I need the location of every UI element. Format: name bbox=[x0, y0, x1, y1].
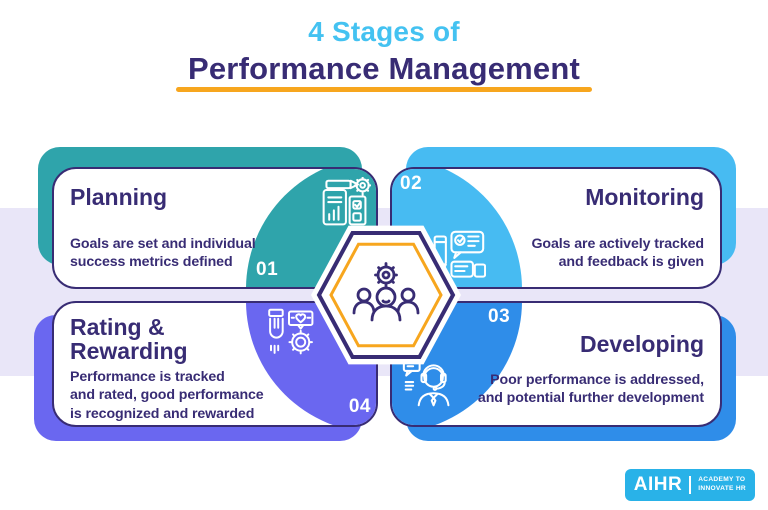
support-agent-headset-icon bbox=[402, 357, 450, 407]
planning-icon bbox=[322, 177, 371, 226]
aihr-logo-brand: AIHR bbox=[633, 474, 683, 495]
logo-tagline: ACADEMY TO INNOVATE HR bbox=[698, 476, 746, 493]
stage-number-02: 02 bbox=[400, 173, 423, 194]
team-gear-icon bbox=[352, 262, 420, 322]
page-title: 4 Stages of Performance Management bbox=[0, 16, 768, 92]
monitoring-card: 02 Monitoring Goals are actively tracked… bbox=[390, 167, 722, 289]
stage-description-monitoring: Goals are actively tracked and feedback … bbox=[532, 235, 705, 271]
stage-description-rating-rewarding: Performance is tracked and rated, good p… bbox=[70, 368, 360, 423]
stage-title-line: Rating & bbox=[70, 314, 165, 340]
stage-description-line: and rated, good performance bbox=[70, 387, 264, 404]
aihr-logo: AIHR ACADEMY TO INNOVATE HR bbox=[624, 469, 755, 501]
title-line-1: 4 Stages of bbox=[308, 16, 460, 47]
stage-description-line: Poor performance is addressed, bbox=[490, 371, 704, 388]
stage-description-line: Goals are set and individual bbox=[70, 235, 256, 252]
title-underline bbox=[175, 87, 593, 92]
stage-number-04: 04 bbox=[348, 396, 371, 417]
stage-title-line: Planning bbox=[70, 184, 168, 210]
stage-title-developing: Developing bbox=[580, 332, 704, 356]
stage-description-line: success metrics defined bbox=[70, 253, 233, 270]
stage-title-monitoring: Monitoring bbox=[585, 185, 704, 209]
hand-reward-badge-icon bbox=[268, 308, 314, 355]
stage-title-planning: Planning bbox=[70, 185, 360, 209]
stage-title-line: Developing bbox=[580, 331, 704, 357]
stage-number-01: 01 bbox=[256, 259, 279, 280]
stage-description-planning: Goals are set and individual success met… bbox=[70, 235, 360, 271]
logo-tagline-line: ACADEMY TO bbox=[698, 476, 746, 484]
stage-description-line: and potential further development bbox=[477, 389, 704, 406]
stage-description-line: Performance is tracked bbox=[70, 369, 225, 386]
stage-description-line: is recognized and rewarded bbox=[70, 405, 255, 422]
stage-title-line: Monitoring bbox=[585, 184, 704, 210]
stage-description-line: Goals are actively tracked bbox=[531, 235, 705, 252]
title-line-2: Performance Management bbox=[187, 51, 581, 86]
center-hexagon bbox=[311, 225, 461, 365]
logo-tagline-line: INNOVATE HR bbox=[698, 485, 746, 492]
rating-rewarding-card: 04 Rating & Rewarding Performance is tra… bbox=[52, 301, 378, 427]
stage-title-line: Rewarding bbox=[70, 338, 188, 365]
stage-number-03: 03 bbox=[488, 306, 511, 327]
hexagon-orange-outline bbox=[329, 242, 443, 348]
stage-description-developing: Poor performance is addressed, and poten… bbox=[478, 371, 704, 407]
stage-description-line: and feedback is given bbox=[558, 253, 704, 270]
logo-divider bbox=[689, 476, 692, 494]
title-line-2-wrap: Performance Management bbox=[175, 51, 593, 92]
stage-title-rating-rewarding: Rating & Rewarding bbox=[70, 315, 360, 363]
